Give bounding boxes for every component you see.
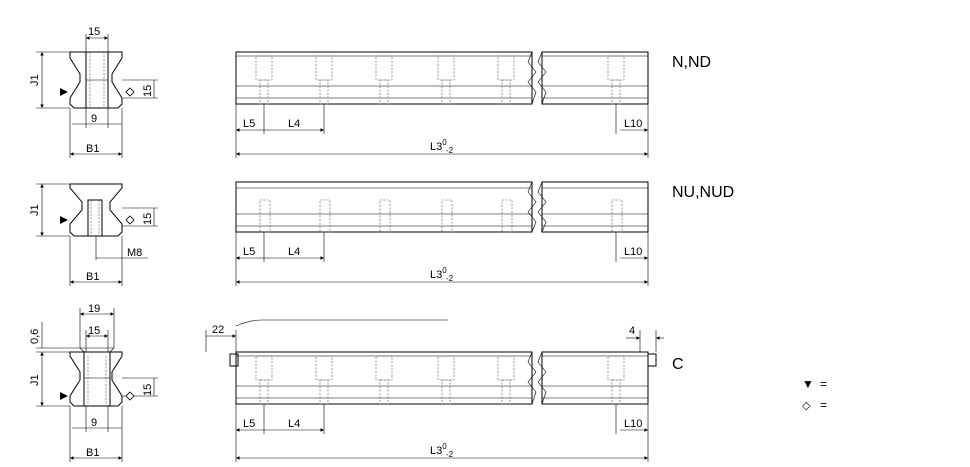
diamond-marker bbox=[125, 215, 135, 225]
dim-base-width: B1 bbox=[86, 143, 99, 155]
dim-height: J1 bbox=[29, 204, 41, 216]
dim-l3: L30 bbox=[430, 442, 447, 457]
dim-hole: 9 bbox=[91, 113, 97, 125]
diamond-marker bbox=[125, 87, 135, 97]
dim-l10: L10 bbox=[624, 418, 642, 430]
legend-diamond-text: = bbox=[820, 398, 827, 412]
dim-l3-tolerance: -2 bbox=[446, 450, 454, 459]
legend: ▼ = ◇ = bbox=[802, 377, 827, 412]
rail-c: 22 4 L5 L4 L10 L30 -2 C bbox=[205, 319, 684, 462]
dim-l3-tolerance: -2 bbox=[446, 274, 454, 283]
dim-l3-tolerance: -2 bbox=[446, 146, 454, 155]
dim-side: 15 bbox=[142, 85, 154, 97]
profile-nu: J1 15 M8 B1 bbox=[29, 183, 158, 286]
dim-l10: L10 bbox=[624, 246, 642, 258]
dim-base-width: B1 bbox=[86, 447, 99, 459]
dim-l5: L5 bbox=[243, 118, 255, 130]
triangle-marker bbox=[60, 216, 68, 224]
dim-l10: L10 bbox=[624, 118, 642, 130]
legend-triangle-text: = bbox=[820, 377, 827, 391]
dim-l4: L4 bbox=[288, 246, 300, 258]
profile-c: 19 15 0,6 J1 15 9 B1 bbox=[29, 303, 158, 462]
dim-top-width: 15 bbox=[88, 26, 100, 38]
profile-n: 15 J1 15 9 B1 bbox=[29, 26, 158, 158]
dim-l5: L5 bbox=[243, 246, 255, 258]
triangle-marker bbox=[60, 88, 68, 96]
rail-nu: L5 L4 L10 L30 -2 NU,NUD bbox=[235, 181, 734, 286]
dim-l3: L30 bbox=[430, 138, 447, 153]
triangle-marker bbox=[60, 392, 68, 400]
dim-thread: M8 bbox=[127, 247, 142, 259]
dim-height: J1 bbox=[29, 374, 41, 386]
dim-end-right: 4 bbox=[629, 325, 635, 337]
dim-base-width: B1 bbox=[86, 271, 99, 283]
legend-triangle-icon: ▼ bbox=[802, 377, 814, 391]
dim-outer-width: 19 bbox=[88, 303, 100, 315]
dim-l4: L4 bbox=[288, 118, 300, 130]
dim-side: 15 bbox=[142, 384, 154, 396]
dim-hole: 9 bbox=[91, 417, 97, 429]
dim-l4: L4 bbox=[288, 418, 300, 430]
rail-n: L5 L4 L10 L30 -2 N,ND bbox=[235, 51, 711, 158]
dim-side: 15 bbox=[142, 213, 154, 225]
dim-chamfer: 0,6 bbox=[29, 329, 41, 344]
type-label-c: C bbox=[672, 356, 684, 373]
type-label-n: N,ND bbox=[672, 54, 711, 71]
dim-end-left: 22 bbox=[212, 324, 224, 336]
diamond-marker bbox=[125, 391, 135, 401]
dim-height: J1 bbox=[29, 74, 41, 86]
dim-l5: L5 bbox=[243, 418, 255, 430]
dim-l3: L30 bbox=[430, 266, 447, 281]
dim-top-width: 15 bbox=[88, 325, 100, 337]
type-label-nu: NU,NUD bbox=[672, 184, 734, 201]
legend-diamond-icon: ◇ bbox=[802, 400, 811, 412]
